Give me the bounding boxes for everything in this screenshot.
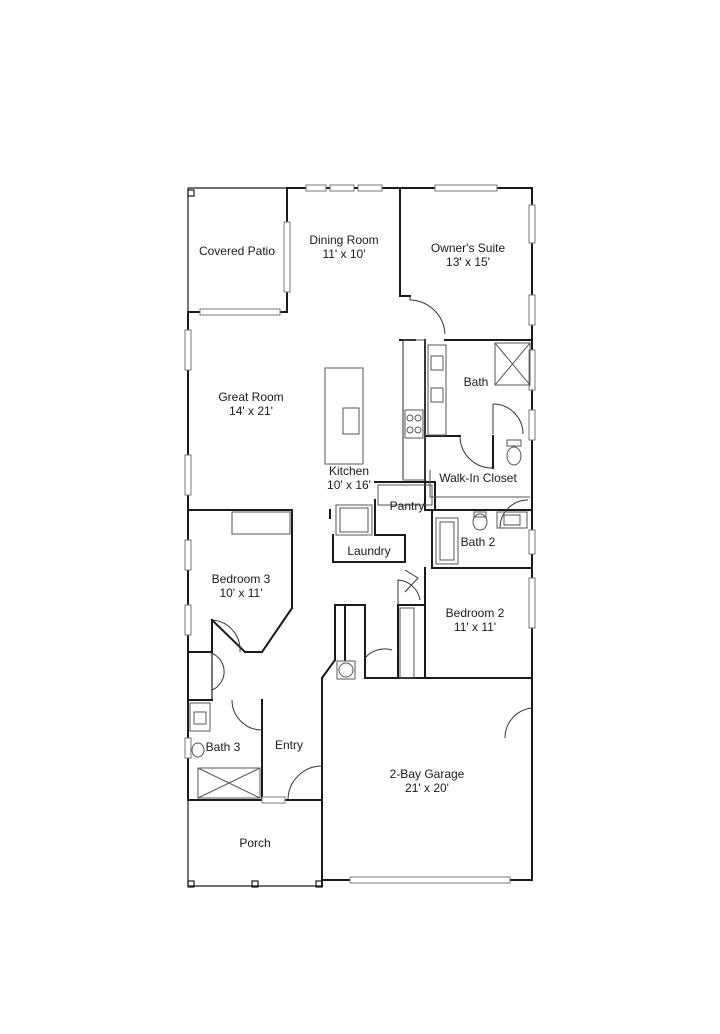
covered-patio-label: Covered Patio (199, 244, 275, 258)
washer-icon (335, 504, 373, 536)
great-room-size: 14' x 21' (229, 404, 273, 418)
bedroom-3-label: Bedroom 3 (212, 572, 271, 586)
shower-icon (494, 342, 531, 386)
bath-3-label: Bath 3 (206, 740, 241, 754)
laundry-label: Laundry (347, 544, 390, 558)
bedroom-2-label: Bedroom 2 (446, 606, 505, 620)
dining-room-label: Dining Room (309, 233, 378, 247)
sink-icon (342, 407, 360, 435)
entry-label: Entry (275, 738, 303, 752)
dining-room-size: 11' x 10' (322, 247, 365, 261)
posts (187, 189, 323, 888)
windows (184, 184, 536, 884)
bath-label: Bath (464, 375, 489, 389)
great-room-label: Great Room (218, 390, 283, 404)
kitchen-label: Kitchen (329, 464, 369, 478)
bedroom-3-size: 10' x 11' (219, 586, 262, 600)
interior-walls (187, 187, 533, 801)
room-labels: Covered Patio Dining Room 11' x 10' Owne… (199, 233, 517, 850)
fixtures (189, 339, 531, 799)
owners-suite-size: 13' x 15' (446, 255, 490, 269)
owners-suite-label: Owner's Suite (431, 241, 506, 255)
pantry-label: Pantry (390, 499, 425, 513)
kitchen-island (324, 367, 364, 465)
bath-2-label: Bath 2 (461, 535, 496, 549)
kitchen-size: 10' x 16' (327, 478, 371, 492)
porch-label: Porch (239, 836, 270, 850)
garage-label: 2-Bay Garage (390, 767, 465, 781)
walk-in-closet-label: Walk-In Closet (439, 471, 517, 485)
tub-icon (435, 517, 459, 565)
toilet-icon (506, 446, 522, 466)
bedroom-2-size: 11' x 11' (454, 620, 496, 634)
doors (207, 296, 533, 801)
shower-icon-bath-3 (197, 767, 261, 799)
stove-icon (404, 409, 424, 439)
water-heater-icon (338, 662, 354, 678)
garage-size: 21' x 20' (405, 781, 449, 795)
